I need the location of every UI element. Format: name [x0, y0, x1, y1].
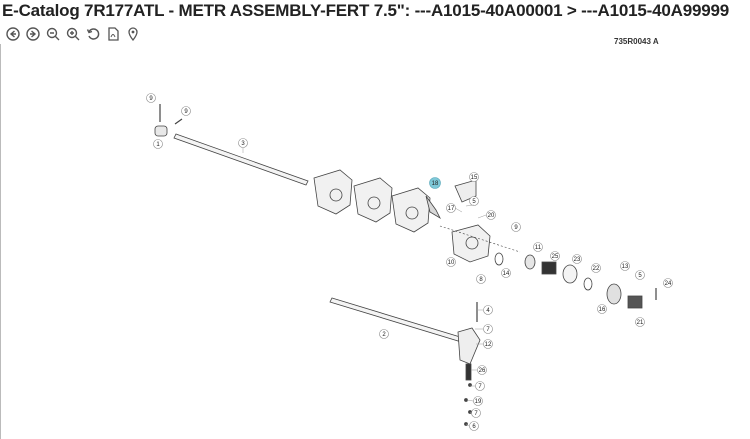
- page-title: E-Catalog 7R177ATL - METR ASSEMBLY-FERT …: [2, 1, 729, 20]
- svg-text:11: 11: [535, 245, 542, 251]
- callout-12[interactable]: 12: [483, 339, 493, 349]
- svg-text:16: 16: [599, 307, 606, 313]
- callout-16[interactable]: 16: [597, 304, 607, 314]
- svg-text:20: 20: [488, 213, 495, 219]
- svg-text:1: 1: [156, 142, 160, 148]
- screw-9b: [174, 118, 183, 125]
- callout-2[interactable]: 2: [379, 329, 389, 339]
- svg-text:4: 4: [486, 308, 490, 314]
- svg-text:13: 13: [622, 264, 629, 270]
- shaft-2: [329, 297, 471, 345]
- disc-16: [606, 283, 622, 305]
- bearing-23: [562, 264, 578, 284]
- svg-text:23: 23: [574, 257, 581, 263]
- bushing-1: [154, 125, 168, 137]
- callout-9[interactable]: 9: [181, 106, 191, 116]
- callout-8[interactable]: 8: [476, 274, 486, 284]
- washer-22: [583, 277, 593, 291]
- drawing-code: 735R0043 A: [614, 37, 659, 46]
- callout-26[interactable]: 26: [477, 365, 487, 375]
- location-pin-icon[interactable]: [126, 27, 140, 41]
- callout-13[interactable]: 13: [620, 261, 630, 271]
- exploded-parts-diagram: 9 9 1 3 18 15 5 17 20 9 10 8 14 11 25 23…: [146, 93, 673, 431]
- svg-text:9: 9: [184, 109, 188, 115]
- svg-text:6: 6: [472, 424, 476, 430]
- viewer-toolbar: [6, 27, 140, 41]
- callout-11[interactable]: 11: [533, 242, 543, 252]
- svg-text:7: 7: [486, 327, 490, 333]
- svg-text:9: 9: [149, 96, 153, 102]
- svg-text:8: 8: [479, 277, 483, 283]
- svg-text:14: 14: [503, 271, 510, 277]
- svg-text:9: 9: [514, 225, 518, 231]
- svg-text:18: 18: [432, 181, 439, 187]
- callout-1[interactable]: 1: [153, 139, 163, 149]
- part-18: [425, 195, 441, 220]
- bracket-12: [457, 327, 481, 365]
- spring-25: [541, 261, 557, 275]
- callout-7[interactable]: 7: [475, 381, 485, 391]
- svg-text:3: 3: [241, 141, 245, 147]
- shaft-3: [173, 133, 309, 186]
- callout-10[interactable]: 10: [446, 257, 456, 267]
- svg-text:7: 7: [478, 384, 482, 390]
- svg-text:12: 12: [485, 342, 492, 348]
- callout-9[interactable]: 9: [146, 93, 156, 103]
- callout-18[interactable]: 18: [429, 177, 441, 189]
- leader-lines: [242, 148, 487, 427]
- svg-text:26: 26: [479, 368, 486, 374]
- callout-3[interactable]: 3: [238, 138, 248, 148]
- svg-text:5: 5: [638, 273, 642, 279]
- zoom-in-icon[interactable]: [66, 27, 80, 41]
- svg-text:2: 2: [382, 332, 386, 338]
- callout-21[interactable]: 21: [635, 317, 645, 327]
- housing-10: [451, 224, 491, 263]
- svg-text:24: 24: [665, 281, 672, 287]
- svg-text:21: 21: [637, 320, 644, 326]
- gear-11: [524, 254, 536, 270]
- part-15: [454, 179, 477, 203]
- callout-7[interactable]: 7: [483, 324, 493, 334]
- callout-20[interactable]: 20: [486, 210, 496, 220]
- spring-26: [465, 363, 472, 381]
- washer-14: [494, 252, 504, 266]
- callout-25[interactable]: 25: [550, 251, 560, 261]
- callout-17[interactable]: 17: [446, 203, 456, 213]
- meter-housing-group: [313, 169, 431, 233]
- forward-icon[interactable]: [26, 27, 40, 41]
- callout-4[interactable]: 4: [483, 305, 493, 315]
- callout-group: 9 9 1 3 18 15 5 17 20 9 10 8 14 11 25 23…: [146, 93, 673, 431]
- callout-5[interactable]: 5: [635, 270, 645, 280]
- svg-text:19: 19: [475, 399, 482, 405]
- callout-9[interactable]: 9: [511, 222, 521, 232]
- pinion-21: [627, 295, 643, 309]
- callout-23[interactable]: 23: [572, 254, 582, 264]
- zoom-out-icon[interactable]: [46, 27, 60, 41]
- svg-text:15: 15: [471, 175, 478, 181]
- svg-text:17: 17: [448, 206, 455, 212]
- back-icon[interactable]: [6, 27, 20, 41]
- svg-text:5: 5: [472, 199, 476, 205]
- svg-text:25: 25: [552, 254, 559, 260]
- callout-22[interactable]: 22: [591, 263, 601, 273]
- frame-border: [0, 44, 1, 439]
- callout-24[interactable]: 24: [663, 278, 673, 288]
- svg-text:22: 22: [593, 266, 600, 272]
- callout-19[interactable]: 19: [473, 396, 483, 406]
- callout-14[interactable]: 14: [501, 268, 511, 278]
- svg-text:7: 7: [474, 411, 478, 417]
- svg-text:10: 10: [448, 260, 455, 266]
- callout-7[interactable]: 7: [471, 408, 481, 418]
- callout-15[interactable]: 15: [469, 172, 479, 182]
- reset-icon[interactable]: [86, 27, 100, 41]
- callout-5[interactable]: 5: [469, 196, 479, 206]
- callout-6[interactable]: 6: [469, 421, 479, 431]
- pdf-icon[interactable]: [106, 27, 120, 41]
